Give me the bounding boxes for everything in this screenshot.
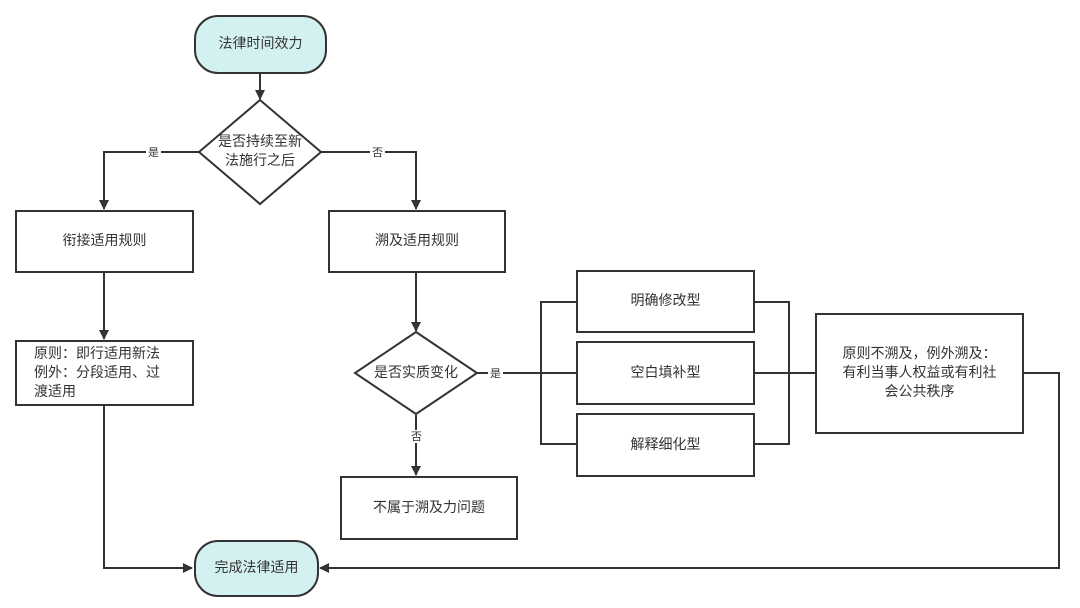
principle-left-box: 原则：即行适用新法 例外：分段适用、过 渡适用 [15,340,194,406]
decision-change-diamond [353,330,479,416]
type-clarify-box: 明确修改型 [576,270,755,333]
type-clarify-label: 明确修改型 [630,293,701,309]
edge-principle-right-to-end [319,372,1060,573]
not-retro-box: 不属于溯及力问题 [340,476,518,540]
end-label: 完成法律适用 [214,560,299,576]
edge-principle-to-end [103,406,193,573]
edge-label-yes-left: 是 [146,146,161,159]
type-fill-box: 空白填补型 [576,341,755,405]
retro-rule-label: 溯及适用规则 [375,233,459,249]
connect-rule-label: 衔接适用规则 [62,233,147,249]
type-fill-label: 空白填补型 [630,364,701,381]
connect-rule-box: 衔接适用规则 [15,210,194,273]
start-label: 法律时间效力 [218,36,303,52]
principle-right-box: 原则不溯及，例外溯及： 有利当事人权益或有利社 会公共秩序 [815,313,1024,434]
type-refine-box: 解释细化型 [576,413,755,477]
edge-decision1-no [321,151,421,210]
principle-left-label: 原则：即行适用新法 例外：分段适用、过 渡适用 [34,345,160,400]
edge-decision1-yes [99,151,199,210]
end-node: 完成法律适用 [194,540,319,597]
edge-label-no-right: 否 [370,146,385,159]
retro-rule-box: 溯及适用规则 [328,210,506,273]
decision-change-label: 是否实质变化 [374,364,458,381]
not-retro-label: 不属于溯及力问题 [373,499,485,516]
type-refine-label: 解释细化型 [630,436,701,453]
principle-right-label: 原则不溯及，例外溯及： 有利当事人权益或有利社 会公共秩序 [842,346,997,400]
edge-label-no-change: 否 [409,430,424,443]
start-node: 法律时间效力 [194,15,327,74]
edge-label-yes-change: 是 [488,367,503,380]
decision-continue-label: 是否持续至新 法施行之后 [218,134,302,169]
decision-continue-diamond [197,98,323,206]
